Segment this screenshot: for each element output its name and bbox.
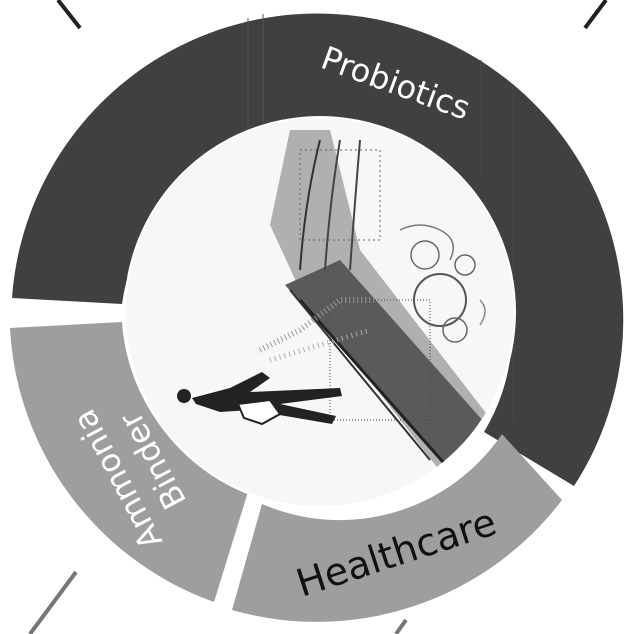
segment-ammonia-binder <box>10 322 248 602</box>
segment-probiotics <box>12 13 624 487</box>
connector-line-top-left <box>56 0 82 30</box>
connector-line-top-right <box>583 0 608 30</box>
connector-line-bottom-right <box>394 618 408 634</box>
segment-healthcare <box>232 434 562 622</box>
connector-line-bottom-left <box>28 570 78 634</box>
center-sketch-image <box>126 118 514 506</box>
